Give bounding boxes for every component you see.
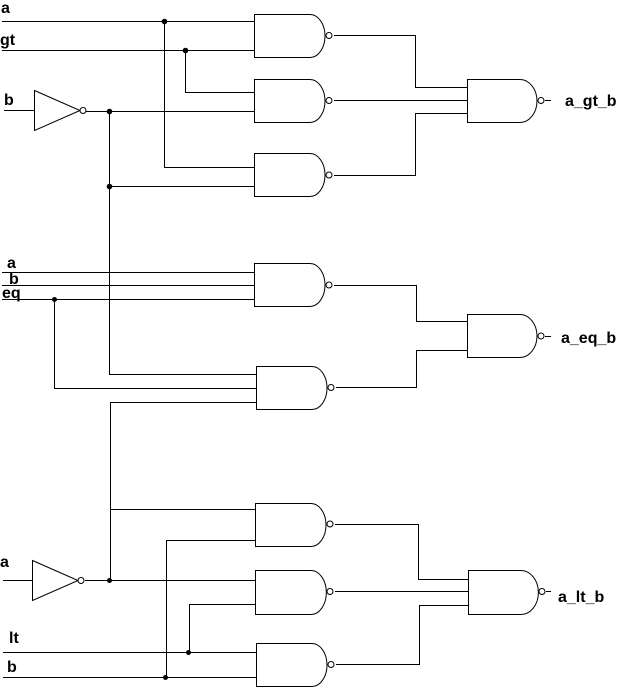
output-label-gt: a_gt_b bbox=[565, 93, 617, 110]
nand-gate-1 bbox=[254, 14, 333, 58]
nand-gate-3 bbox=[254, 153, 333, 197]
input-label-b-bottom: b bbox=[7, 659, 17, 676]
input-label-gt: gt bbox=[0, 32, 16, 49]
input-label-a-middle: a bbox=[7, 255, 16, 272]
input-label-lt: lt bbox=[9, 630, 19, 647]
output-label-eq: a_eq_b bbox=[561, 330, 616, 347]
input-label-b-top: b bbox=[4, 92, 14, 109]
nand-gate-8 bbox=[256, 643, 335, 687]
input-label-a-top: a bbox=[1, 0, 10, 17]
nand-gate-6 bbox=[255, 503, 334, 547]
inverter-b bbox=[34, 89, 87, 132]
nand-gate-2 bbox=[254, 79, 333, 123]
inverter-a bbox=[32, 559, 85, 602]
nand-gate-7 bbox=[255, 570, 334, 615]
nand-gate-output-lt bbox=[468, 570, 546, 615]
input-label-a-bottom: a bbox=[0, 554, 9, 571]
nand-gate-output-gt bbox=[467, 79, 545, 123]
wires-top bbox=[2, 21, 551, 375]
output-label-lt: a_lt_b bbox=[558, 589, 604, 606]
nand-gate-5 bbox=[256, 366, 335, 410]
junction-dots bbox=[52, 18, 191, 680]
nand-gate-4 bbox=[254, 263, 333, 307]
wires-middle bbox=[2, 272, 551, 580]
nand-gate-output-eq bbox=[467, 314, 545, 358]
wires-bottom bbox=[3, 509, 551, 678]
input-label-b-middle: b bbox=[9, 271, 19, 288]
input-label-eq: eq bbox=[2, 285, 21, 302]
